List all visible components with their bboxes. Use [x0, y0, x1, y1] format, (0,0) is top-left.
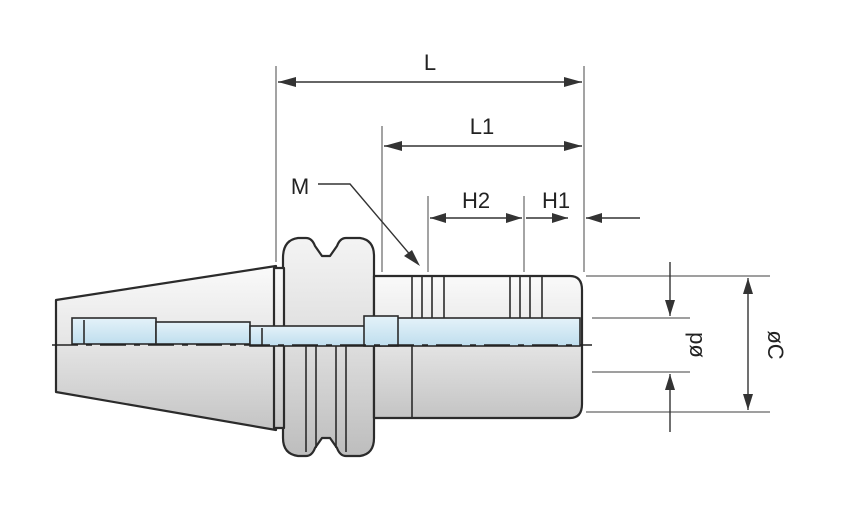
extension-lines	[275, 66, 770, 413]
dimension-L1: L1	[384, 114, 582, 151]
dimension-H2: H2	[430, 188, 522, 223]
flange-grooves	[305, 346, 347, 452]
flange	[281, 236, 376, 458]
label-L: L	[424, 50, 436, 75]
sleeve-grooves	[411, 277, 543, 417]
tool-bore	[379, 317, 581, 347]
shank-neck	[272, 266, 286, 430]
label-H2: H2	[462, 188, 490, 213]
dimension-H1: H1	[526, 188, 640, 223]
dimension-L: L	[278, 50, 582, 87]
label-M: M	[291, 174, 309, 199]
set-screw-seat	[363, 315, 399, 347]
dimension-C: øC	[743, 278, 788, 410]
tool-holder-body	[52, 236, 592, 458]
sleeve-body	[372, 274, 584, 420]
pull-stud-bore	[155, 321, 251, 345]
label-L1: L1	[470, 114, 494, 139]
internal-bore	[71, 315, 581, 347]
label-C: øC	[763, 330, 788, 359]
coolant-channel	[71, 317, 157, 345]
label-H1: H1	[542, 188, 570, 213]
label-pd: pø	[685, 332, 710, 358]
leader-M: M	[291, 174, 420, 266]
mid-bore	[249, 325, 381, 347]
taper-shank	[54, 264, 278, 432]
dimension-pd: pø	[665, 262, 710, 432]
